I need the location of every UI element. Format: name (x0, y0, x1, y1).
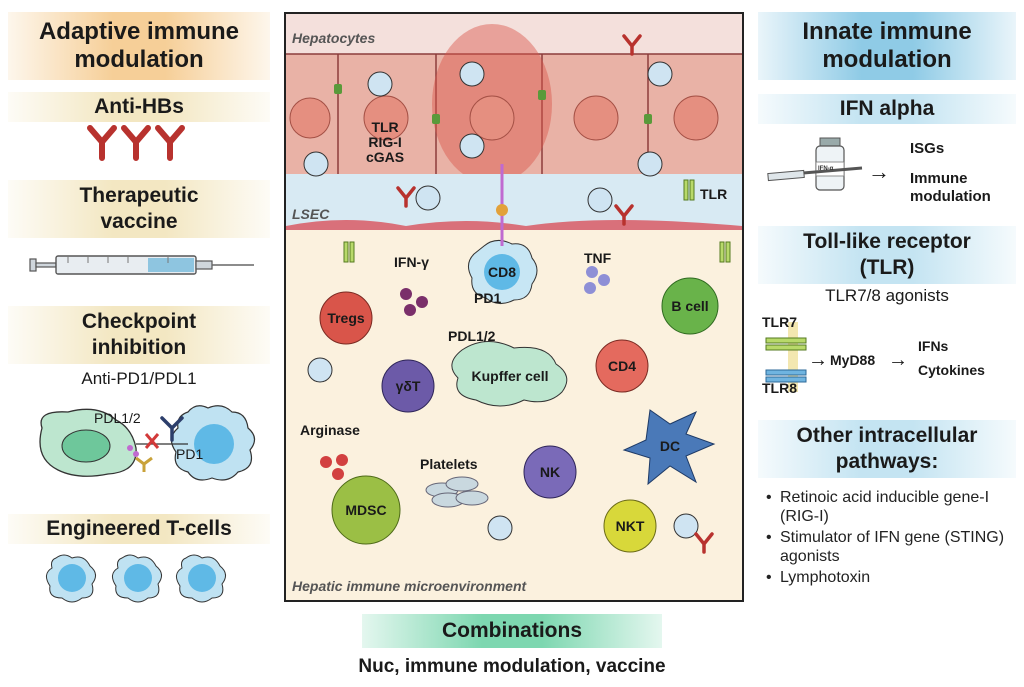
adaptive-header-text: Adaptive immune modulation (38, 18, 240, 73)
liver-panel: Hepatocytes LSEC TLR RIG-I cGAS TLR IFN-… (284, 12, 744, 602)
vaccine-banner: Therapeutic vaccine (8, 180, 270, 238)
gd-t-label: γδT (395, 378, 421, 394)
checkpoint-pd1-label: PD1 (176, 446, 204, 462)
anti-hbs-label: Anti-HBs (94, 95, 184, 118)
pathway-list: Retinoic acid inducible gene-I (RIG-I) S… (766, 488, 1014, 587)
pd1-label: PD1 (474, 290, 502, 306)
pdl1-2-label: PDL1/2 (448, 328, 496, 344)
ifn-alpha-banner: IFN alpha (758, 94, 1016, 124)
isgs-label: ISGs (910, 140, 945, 157)
tlr7-label: TLR7 (762, 314, 797, 330)
sensor-tlr: TLR (371, 119, 399, 135)
checkpoint-banner: Checkpoint inhibition (8, 306, 270, 364)
lsec-tlr-label: TLR (700, 186, 728, 202)
pathway-rig-i: Retinoic acid inducible gene-I (RIG-I) (766, 488, 1014, 526)
engineered-t-cells-icon (46, 554, 226, 603)
tlr-title: Toll-like receptor (TLR) (803, 230, 971, 279)
combinations-text: Nuc, immune modulation, vaccine (358, 656, 666, 677)
dc-label: DC (659, 438, 681, 454)
tlr-banner: Toll-like receptor (TLR) (758, 226, 1016, 284)
tnf-label: TNF (584, 250, 612, 266)
combinations-label: Combinations (442, 619, 582, 642)
ifn-gamma-label: IFN-γ (394, 254, 429, 270)
hepatocytes-label: Hepatocytes (292, 30, 376, 46)
kupffer-label: Kupffer cell (471, 368, 549, 384)
checkpoint-sub: Anti-PD1/PDL1 (81, 369, 197, 388)
ifn-alpha-label: IFN alpha (839, 97, 935, 120)
pathway-sting: Stimulator of IFN gene (STING) agonists (766, 528, 1014, 566)
immune-label: Immune (910, 170, 968, 187)
tregs-label: Tregs (327, 310, 365, 326)
tlr-arrow-2: → (888, 349, 908, 371)
vaccine-label: Therapeutic vaccine (79, 184, 199, 233)
modulation-label: modulation (910, 188, 991, 205)
liver-scene (286, 14, 742, 600)
tlr-receptor-icon (765, 322, 807, 392)
sensor-cgas: cGAS (366, 149, 405, 165)
tlr8-label: TLR8 (762, 380, 797, 396)
vial-label: IFN-α (818, 166, 834, 172)
checkpoint-label: Checkpoint inhibition (81, 310, 197, 359)
sensor-rig-i: RIG-I (368, 134, 402, 150)
anti-hbs-banner: Anti-HBs (8, 92, 270, 122)
nk-label: NK (539, 464, 561, 480)
ifns-label: IFNs (918, 338, 949, 354)
mdsc-label: MDSC (345, 502, 387, 518)
innate-header-text: Innate immune modulation (802, 18, 972, 73)
combinations-banner: Combinations (362, 614, 662, 648)
syringe-icon (29, 255, 254, 275)
b-cell-label: B cell (671, 298, 709, 314)
platelets-label: Platelets (420, 456, 478, 472)
innate-header: Innate immune modulation (758, 12, 1016, 80)
engineered-label: Engineered T-cells (46, 517, 232, 540)
checkpoint-illustration (39, 405, 256, 481)
tlr-arrow-1: → (808, 349, 828, 371)
adaptive-header: Adaptive immune modulation (8, 12, 270, 80)
engineered-banner: Engineered T-cells (8, 514, 270, 544)
antibody-icon (87, 125, 185, 161)
ifn-arrow: → (868, 159, 890, 184)
other-pathways-banner: Other intracellular pathways: (758, 420, 1016, 478)
arginase-label: Arginase (300, 422, 360, 438)
tlr-sub: TLR7/8 agonists (825, 286, 949, 305)
other-pathways-title: Other intracellular pathways: (796, 424, 978, 473)
microenvironment-label: Hepatic immune microenvironment (292, 578, 527, 594)
cytokines-label: Cytokines (918, 362, 985, 378)
checkpoint-pdl1-label: PDL1/2 (94, 410, 141, 426)
nkt-label: NKT (615, 518, 645, 534)
sensor-list: TLR RIG-I cGAS (366, 120, 404, 165)
lsec-label: LSEC (292, 206, 330, 222)
myd88-label: MyD88 (830, 352, 876, 368)
pathway-lymphotoxin: Lymphotoxin (766, 568, 1014, 587)
cd4-label: CD4 (607, 358, 636, 374)
vial-icon (767, 137, 863, 191)
cd8-label: CD8 (487, 264, 516, 280)
